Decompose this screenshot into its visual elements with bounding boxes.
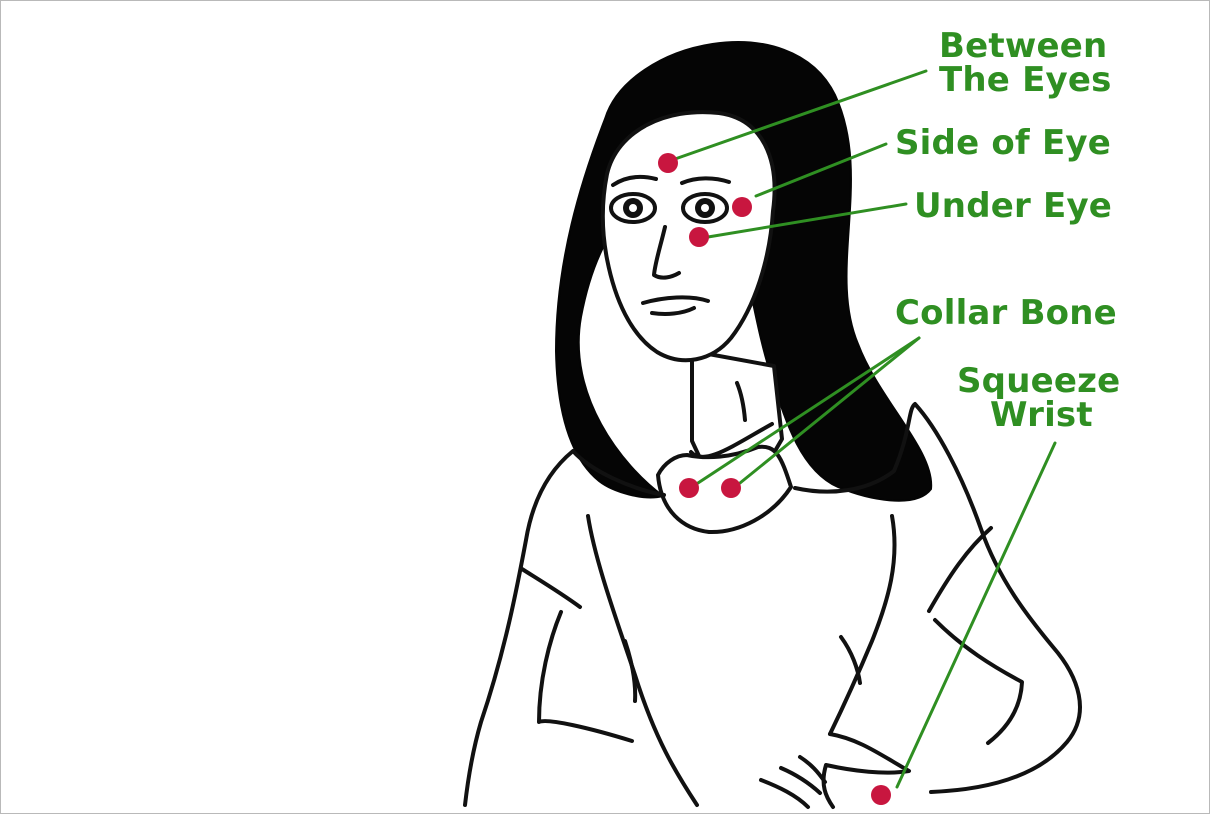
face: [603, 112, 775, 360]
label-squeeze-wrist-line2: Wrist: [990, 395, 1093, 435]
label-between-eyes-line2: The Eyes: [939, 60, 1112, 100]
right-sleeve: [929, 528, 991, 611]
chest-lines: [625, 637, 860, 701]
torso-left: [588, 516, 697, 805]
squeeze-wrist-point: [871, 785, 891, 805]
right-eye-highlight: [701, 204, 709, 212]
left-arm-inner: [539, 612, 632, 741]
side-of-eye-point: [732, 197, 752, 217]
collar-bone-right-point: [721, 478, 741, 498]
between-eyes-point: [658, 153, 678, 173]
torso-right: [830, 516, 895, 734]
label-collar-bone: Collar Bone: [895, 293, 1117, 333]
left-shoulder-line: [465, 451, 664, 805]
right-arm-inner: [935, 620, 1022, 743]
label-under-eye: Under Eye: [914, 186, 1112, 226]
left-sleeve: [522, 569, 580, 607]
label-side-of-eye: Side of Eye: [895, 123, 1111, 163]
under-eye-point: [689, 227, 709, 247]
collar-bone-left-point: [679, 478, 699, 498]
left-eye-highlight: [629, 204, 637, 212]
